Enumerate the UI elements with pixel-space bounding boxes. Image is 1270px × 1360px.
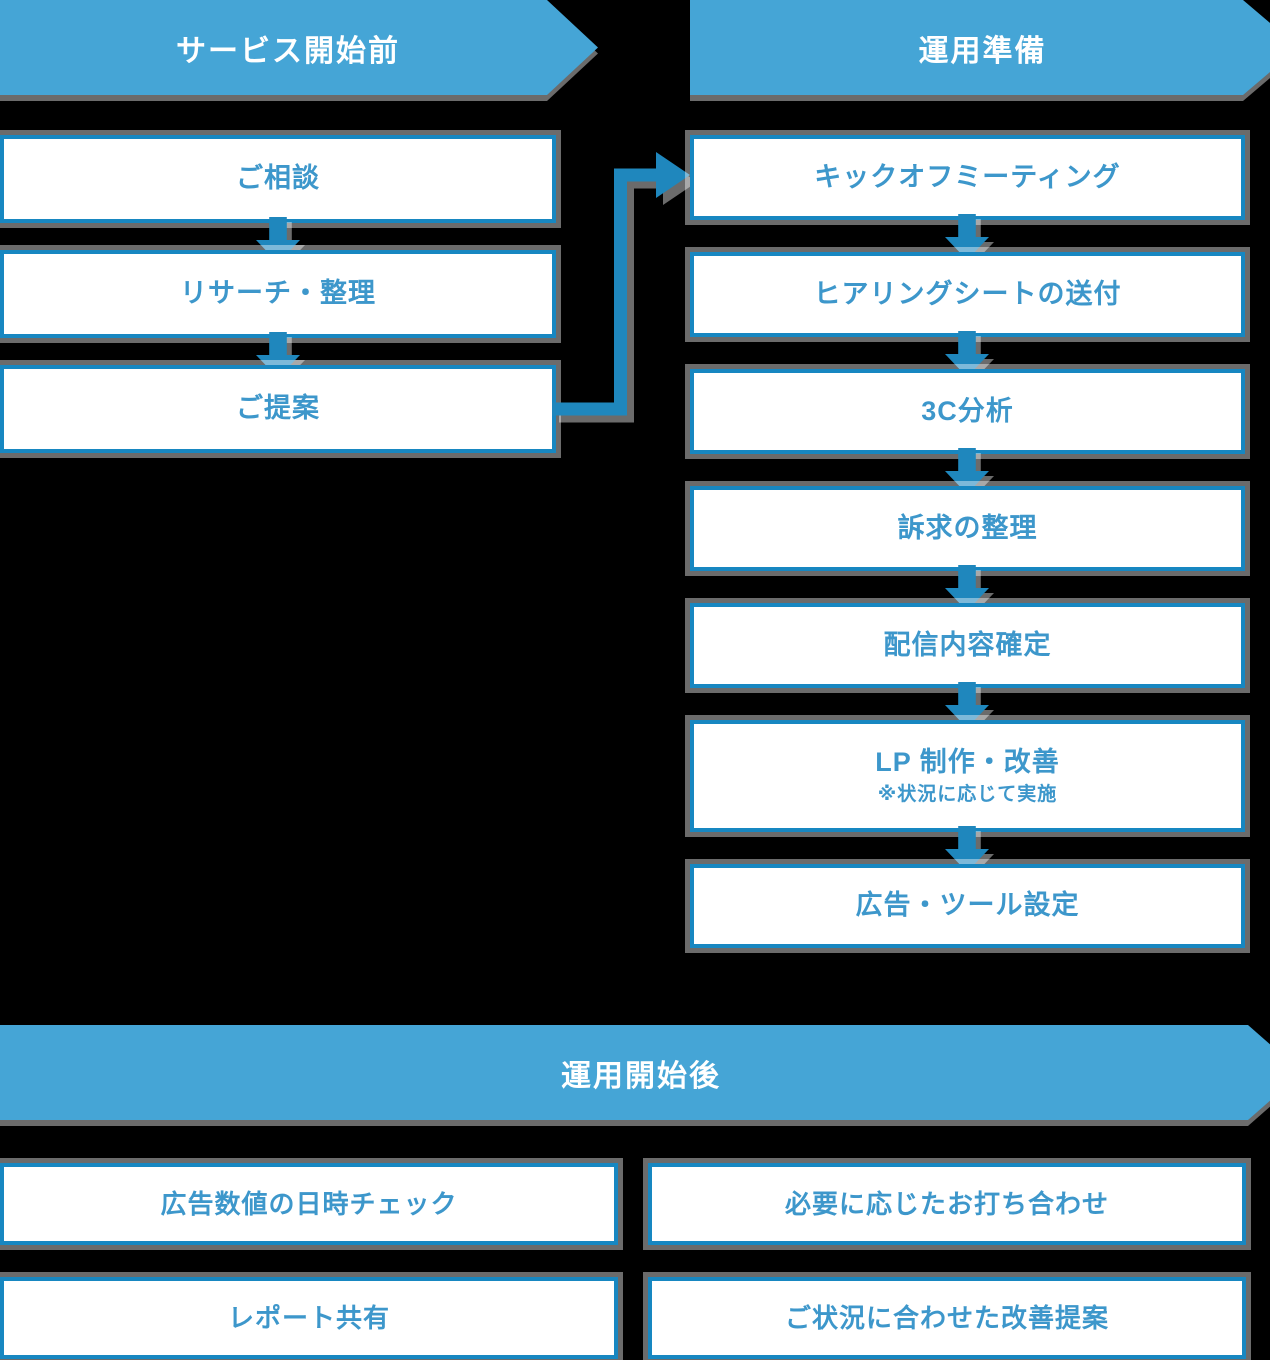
preparation-banner-wrap: 運用準備 xyxy=(690,0,1270,95)
post-launch-meeting-box: 必要に応じたお打ち合わせ xyxy=(648,1163,1246,1245)
step-proposal-label: ご提案 xyxy=(236,393,320,424)
step-consultation-label: ご相談 xyxy=(236,163,320,194)
post-launch-daily-check-box: 広告数値の日時チェック xyxy=(0,1163,618,1245)
post-launch-meeting-label: 必要に応じたお打ち合わせ xyxy=(784,1188,1109,1219)
step-research-label: リサーチ・整理 xyxy=(180,278,376,309)
post-launch-report-box: レポート共有 xyxy=(0,1277,618,1359)
pre-service-banner-wrap: サービス開始前 xyxy=(0,0,598,95)
preparation-header-label: 運用準備 xyxy=(918,34,1047,68)
post-launch-report-label: レポート共有 xyxy=(227,1302,390,1333)
step-proposal-box: ご提案 xyxy=(0,365,556,453)
step-research-box: リサーチ・整理 xyxy=(0,250,556,338)
pre-service-header-banner: サービス開始前 xyxy=(0,0,598,95)
step-ad-tool-setup-box: 広告・ツール設定 xyxy=(690,864,1245,948)
step-hearing-sheet-label: ヒアリングシートの送付 xyxy=(813,278,1122,309)
step-appeal-organize-box: 訴求の整理 xyxy=(690,486,1245,571)
step-appeal-organize-label: 訴求の整理 xyxy=(897,512,1038,543)
preparation-header-banner: 運用準備 xyxy=(690,0,1270,95)
post-launch-header-banner: 運用開始後 xyxy=(0,1025,1270,1120)
pre-service-header-label: サービス開始前 xyxy=(176,34,400,68)
step-lp-production-note: ※状況に応じて実施 xyxy=(877,783,1058,805)
post-launch-improvement-label: ご状況に合わせた改善提案 xyxy=(784,1302,1109,1333)
step-lp-production-box: LP 制作・改善 ※状況に応じて実施 xyxy=(690,720,1245,832)
post-launch-header-label: 運用開始後 xyxy=(561,1059,721,1093)
step-hearing-sheet-box: ヒアリングシートの送付 xyxy=(690,252,1245,337)
post-launch-daily-check-label: 広告数値の日時チェック xyxy=(160,1188,458,1219)
step-lp-production-label: LP 制作・改善 xyxy=(875,746,1060,777)
step-kickoff-label: キックオフミーティング xyxy=(814,161,1121,192)
post-launch-improvement-box: ご状況に合わせた改善提案 xyxy=(648,1277,1246,1359)
step-delivery-content-label: 配信内容確定 xyxy=(883,629,1052,660)
step-3c-analysis-label: 3C分析 xyxy=(921,395,1014,426)
step-delivery-content-box: 配信内容確定 xyxy=(690,603,1245,688)
step-3c-analysis-box: 3C分析 xyxy=(690,369,1245,454)
step-ad-tool-setup-label: 広告・ツール設定 xyxy=(855,890,1080,921)
step-consultation-box: ご相談 xyxy=(0,135,556,223)
step-kickoff-box: キックオフミーティング xyxy=(690,135,1245,220)
post-launch-banner-wrap: 運用開始後 xyxy=(0,1025,1270,1120)
